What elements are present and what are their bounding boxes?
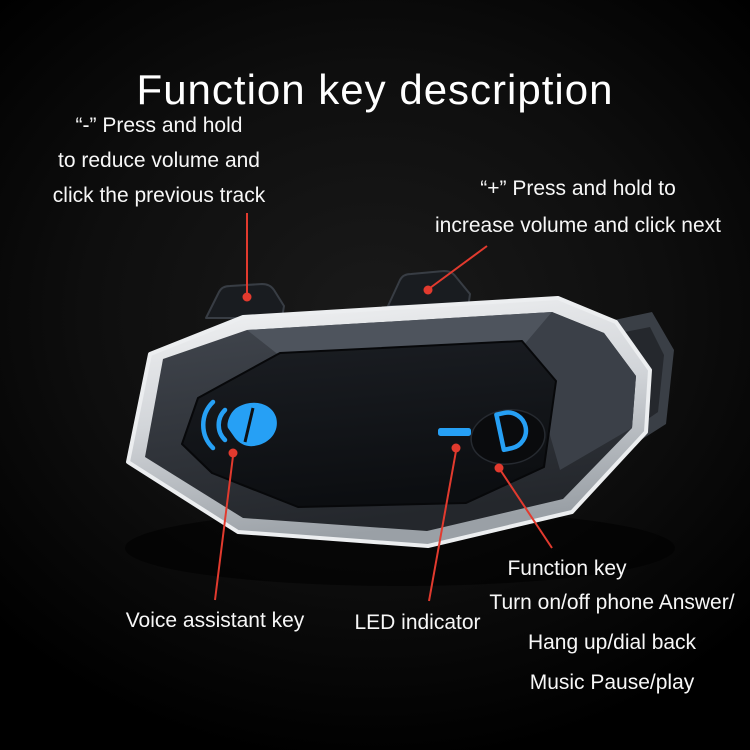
pointer-dot-led xyxy=(451,443,461,453)
leader-line-led xyxy=(428,450,457,602)
annotation-function-key-line1: Turn on/off phone Answer/ xyxy=(489,591,735,614)
annotation-plus-key-line1: “+” Press and hold to xyxy=(480,177,676,200)
annotation-plus-key: “+” Press and hold to increase volume an… xyxy=(428,170,728,244)
pointer-dot-plus-key xyxy=(423,285,433,295)
page-title: Function key description xyxy=(136,66,614,114)
annotation-minus-key-line2: to reduce volume and xyxy=(58,149,260,172)
leader-lines xyxy=(214,213,553,602)
pointer-dot-function-key xyxy=(494,463,504,473)
device-right-facet xyxy=(524,312,636,470)
device-front-panel xyxy=(181,340,557,508)
annotation-voice-key: Voice assistant key xyxy=(100,603,330,638)
pointer-dot-voice-key xyxy=(228,448,238,458)
annotation-minus-key-line1: “-” Press and hold xyxy=(75,114,243,137)
annotation-function-key-line2: Hang up/dial back xyxy=(527,631,697,654)
annotation-function-key-line3: Music Pause/play xyxy=(529,671,695,694)
annotation-function-key-title-label: Function key xyxy=(507,557,627,580)
annotation-minus-key: “-” Press and hold to reduce volume and … xyxy=(28,108,290,213)
phone-answer-icon xyxy=(494,410,529,453)
annotation-minus-key-line3: click the previous track xyxy=(52,184,266,207)
led-minus-icon xyxy=(438,428,471,436)
leader-line-plus-key xyxy=(429,245,488,289)
annotation-led-indicator-label: LED indicator xyxy=(354,611,481,634)
voice-assistant-icon xyxy=(201,399,277,451)
annotation-voice-key-label: Voice assistant key xyxy=(125,609,305,632)
leader-line-function-key xyxy=(498,467,553,549)
annotation-plus-key-line2: increase volume and click next xyxy=(435,214,721,237)
annotation-led-indicator: LED indicator xyxy=(345,605,490,640)
leader-line-voice-key xyxy=(214,455,234,601)
pointer-dot-minus-key xyxy=(242,292,252,302)
annotation-function-key-title: Function key xyxy=(494,551,640,586)
annotation-function-key-details: Turn on/off phone Answer/ Hang up/dial b… xyxy=(478,583,746,703)
